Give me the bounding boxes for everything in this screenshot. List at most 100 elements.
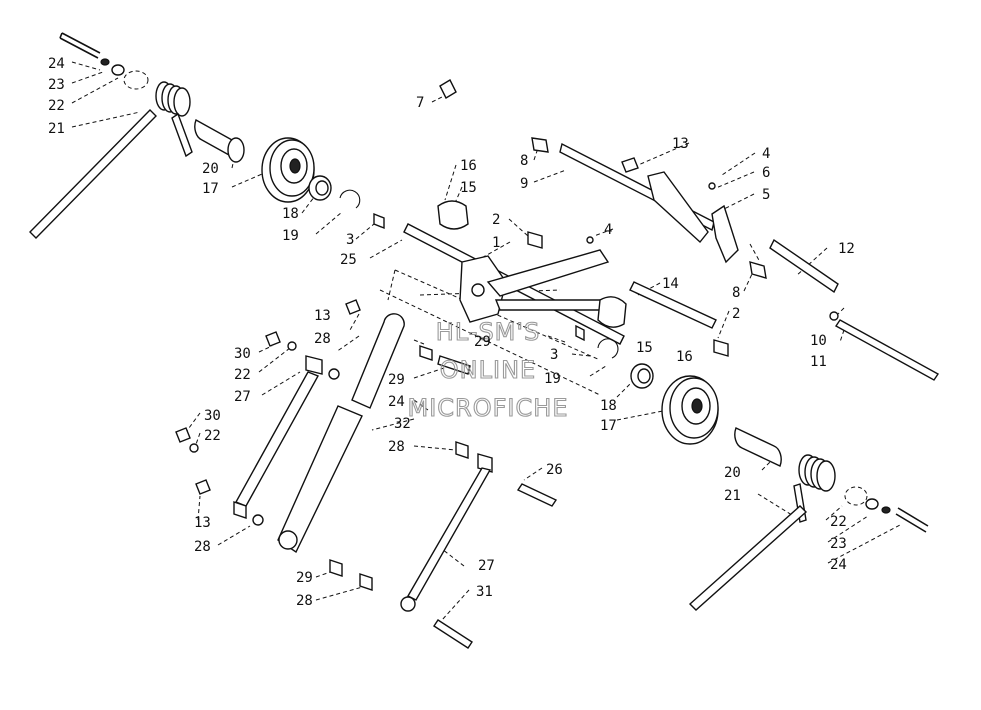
callout: 22 [830, 514, 847, 530]
bushing-28-upper [328, 368, 340, 380]
lower-right-rail-assembly [597, 338, 929, 611]
cross-shaft-assembly [403, 200, 627, 345]
upper-left-rail-assembly [29, 32, 385, 239]
bushing-28-lower [359, 573, 373, 591]
callout: 4 [604, 222, 612, 238]
rail-rod-21-right [688, 505, 808, 611]
bushing-8-upper [531, 137, 549, 153]
bolt-26 [516, 483, 558, 507]
snap-ring-19-lower [597, 338, 619, 359]
washer-10 [829, 311, 839, 321]
callout: 21 [48, 121, 65, 137]
link-plate-left [647, 171, 709, 244]
bumper-15-upper [437, 200, 469, 230]
lockwasher-23-upper [100, 58, 110, 66]
shock-upper-eye [351, 313, 405, 409]
nut-13-upper [621, 157, 639, 173]
callout: 28 [194, 539, 211, 555]
spacer-29-lower [329, 559, 343, 577]
callout: 3 [550, 347, 558, 363]
callout: 13 [314, 308, 331, 324]
shock-absorber-32 [277, 405, 363, 554]
callout: 23 [830, 536, 847, 552]
callout: 23 [48, 77, 65, 93]
callout: 29 [474, 334, 491, 350]
spacer-3-upper [373, 212, 385, 230]
callout: 16 [676, 349, 693, 365]
bolt-24-upper [59, 32, 101, 59]
bolt-12 [769, 238, 839, 294]
bearing-18-upper [308, 175, 332, 201]
callout: 3 [346, 232, 354, 248]
callout: 24 [48, 56, 65, 72]
callout: 19 [282, 228, 299, 244]
callout: 24 [388, 394, 405, 410]
callout: 29 [388, 372, 405, 388]
nut-13-mid [345, 299, 361, 315]
nut-7 [439, 79, 457, 99]
nut-30-upper [265, 331, 281, 347]
callout: 22 [204, 428, 221, 444]
callout: 20 [724, 465, 741, 481]
callout: 2 [492, 212, 500, 228]
washer-22-upper [111, 64, 125, 76]
arm-tube [486, 249, 610, 297]
link-27-right [407, 467, 492, 601]
callout: 14 [662, 276, 679, 292]
callout: 5 [762, 187, 770, 203]
bearing-18-lower [630, 363, 654, 389]
torsion-spring-lower [793, 454, 836, 523]
washer-22-lower [865, 498, 879, 510]
watermark: HL-SM'S ONLINE MICROFICHE [407, 317, 569, 422]
nut-30-lower [175, 427, 191, 443]
callout: 24 [830, 557, 847, 573]
callout: 27 [478, 558, 495, 574]
callout: 9 [520, 176, 528, 192]
callout: 32 [394, 416, 411, 432]
spacer-29-mid [419, 345, 433, 361]
callout: 18 [282, 206, 299, 222]
idler-wheel-17-upper [261, 137, 315, 203]
callout: 4 [762, 146, 770, 162]
callout: 20 [202, 161, 219, 177]
bolt-24-lower [895, 507, 929, 533]
callout: 22 [234, 367, 251, 383]
callout: 17 [600, 418, 617, 434]
callout: 30 [204, 408, 221, 424]
snap-ring-19-upper [339, 189, 361, 209]
callout-labels: 24 23 22 21 20 17 18 19 3 25 16 15 7 8 9… [48, 56, 855, 609]
spacer-20-lower [734, 427, 782, 467]
callout: 21 [724, 488, 741, 504]
callout: 7 [416, 95, 424, 111]
upper-right-linkage [439, 79, 940, 381]
callout: 16 [460, 158, 477, 174]
callout: 13 [194, 515, 211, 531]
watermark-line-1: HL-SM'S [436, 318, 540, 346]
link-bushing-lower [233, 501, 247, 519]
callout: 8 [520, 153, 528, 169]
bolt-31 [433, 619, 473, 649]
idler-wheel-17-lower [661, 375, 719, 445]
callout: 8 [732, 285, 740, 301]
bushing-28-left [252, 514, 264, 526]
washer-22-mid [287, 341, 297, 351]
bolt-24-mid [437, 355, 471, 375]
callout: 28 [296, 593, 313, 609]
callout: 29 [296, 570, 313, 586]
callout: 28 [314, 331, 331, 347]
callout: 30 [234, 346, 251, 362]
torsion-spring-upper [155, 81, 193, 158]
shock-and-link-assembly [175, 299, 558, 649]
bushing-8-lower [749, 261, 767, 279]
callout: 19 [544, 371, 561, 387]
spacer-2-mid [527, 231, 543, 249]
callout: 22 [48, 98, 65, 114]
callout: 15 [636, 340, 653, 356]
callout: 27 [234, 389, 251, 405]
callout: 2 [732, 306, 740, 322]
watermark-line-3: MICROFICHE [408, 394, 569, 422]
washer-22-left [189, 443, 199, 453]
grease-fitting-6 [708, 182, 716, 190]
